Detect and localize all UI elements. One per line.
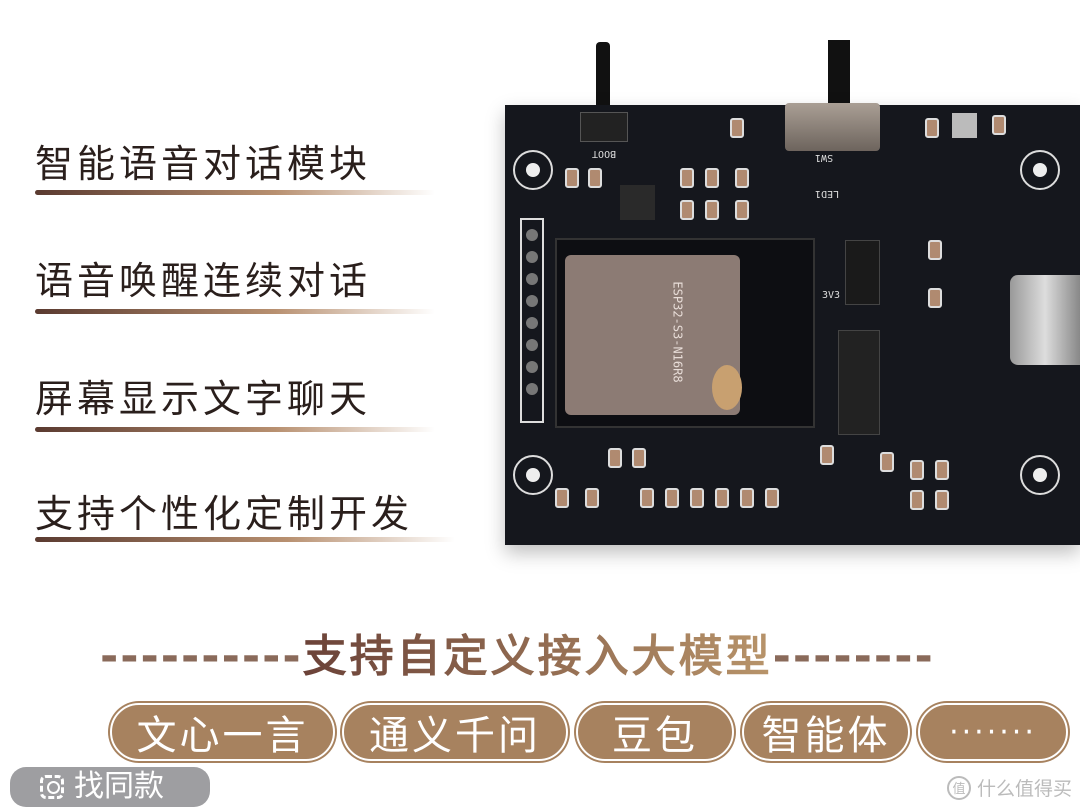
smd-component [565, 168, 579, 188]
usb-c-port [1010, 275, 1080, 365]
model-pill-wenxin: 文心一言 [110, 703, 335, 761]
mount-hole [1020, 455, 1060, 495]
smd-component [608, 448, 622, 468]
silk-sw: SW1 [815, 152, 834, 163]
feature-2: 语音唤醒连续对话 [35, 259, 372, 303]
smd-component [680, 168, 694, 188]
header-pin [526, 295, 538, 307]
header-pin [526, 317, 538, 329]
header-pin [526, 229, 538, 241]
mount-hole [513, 150, 553, 190]
smd-component [705, 168, 719, 188]
smd-component [820, 445, 834, 465]
smd-component [690, 488, 704, 508]
feature-underline [35, 309, 435, 314]
boot-button [580, 112, 628, 142]
banner-dashes-right: -------- [772, 631, 935, 682]
smd-component [935, 460, 949, 480]
smd-component [632, 448, 646, 468]
smd-component [555, 488, 569, 508]
silk-boot: BOOT [592, 148, 617, 159]
find-similar-button[interactable]: 找同款 [10, 767, 210, 807]
pin-header [520, 218, 544, 423]
watermark-logo: 值 [946, 775, 971, 800]
switch-lever [828, 40, 850, 110]
find-similar-label: 找同款 [74, 769, 164, 804]
banner-dashes-left: ---------- [100, 631, 303, 682]
smd-component [935, 490, 949, 510]
smd-component [910, 490, 924, 510]
feature-underline [35, 190, 435, 195]
smd-component [928, 240, 942, 260]
smd-component [735, 200, 749, 220]
header-pin [526, 251, 538, 263]
boot-button-stem [596, 42, 610, 117]
voltage-regulator [845, 240, 880, 305]
silk-3v3: 3V3 [822, 290, 841, 301]
slide-switch [785, 103, 880, 151]
smd-component [588, 168, 602, 188]
module-label: ESP32-S3-N16R8 [670, 281, 685, 383]
smd-component [680, 200, 694, 220]
smd-component [665, 488, 679, 508]
model-pill-agent: 智能体 [742, 703, 910, 761]
model-pill-tongyi: 通义千问 [342, 703, 568, 761]
smd-component [705, 200, 719, 220]
smd-component [730, 118, 744, 138]
qfn-chip [620, 185, 655, 220]
feature-4: 支持个性化定制开发 [35, 492, 414, 536]
smd-component [740, 488, 754, 508]
antenna-connector [712, 365, 742, 410]
feature-underline [35, 537, 455, 542]
smd-component [640, 488, 654, 508]
smd-component [992, 115, 1006, 135]
mount-hole [1020, 150, 1060, 190]
banner-title: 支持自定义接入大模型 [302, 631, 773, 682]
feature-underline [35, 427, 435, 432]
ic-chip [838, 330, 880, 435]
microphone [952, 113, 977, 138]
smd-component [925, 118, 939, 138]
model-pill-doubao: 豆包 [576, 703, 734, 761]
banner-heading: ----------支持自定义接入大模型-------- [100, 620, 1080, 684]
header-pin [526, 383, 538, 395]
header-pin [526, 339, 538, 351]
watermark-text: 什么值得买 [976, 778, 1072, 800]
smd-component [928, 288, 942, 308]
header-pin [526, 273, 538, 285]
smd-component [735, 168, 749, 188]
module-shield: ESP32-S3-N16R8 [565, 255, 740, 415]
feature-1: 智能语音对话模块 [35, 142, 372, 186]
silk-led: LED1 [815, 188, 840, 199]
watermark: 值 什么值得买 [946, 774, 1072, 801]
smd-component [910, 460, 924, 480]
scan-search-icon [40, 775, 64, 799]
smd-component [765, 488, 779, 508]
smd-component [880, 452, 894, 472]
mount-hole [513, 455, 553, 495]
smd-component [585, 488, 599, 508]
model-pill-more: ······· [918, 703, 1068, 761]
feature-3: 屏幕显示文字聊天 [35, 377, 372, 421]
header-pin [526, 361, 538, 373]
smd-component [715, 488, 729, 508]
